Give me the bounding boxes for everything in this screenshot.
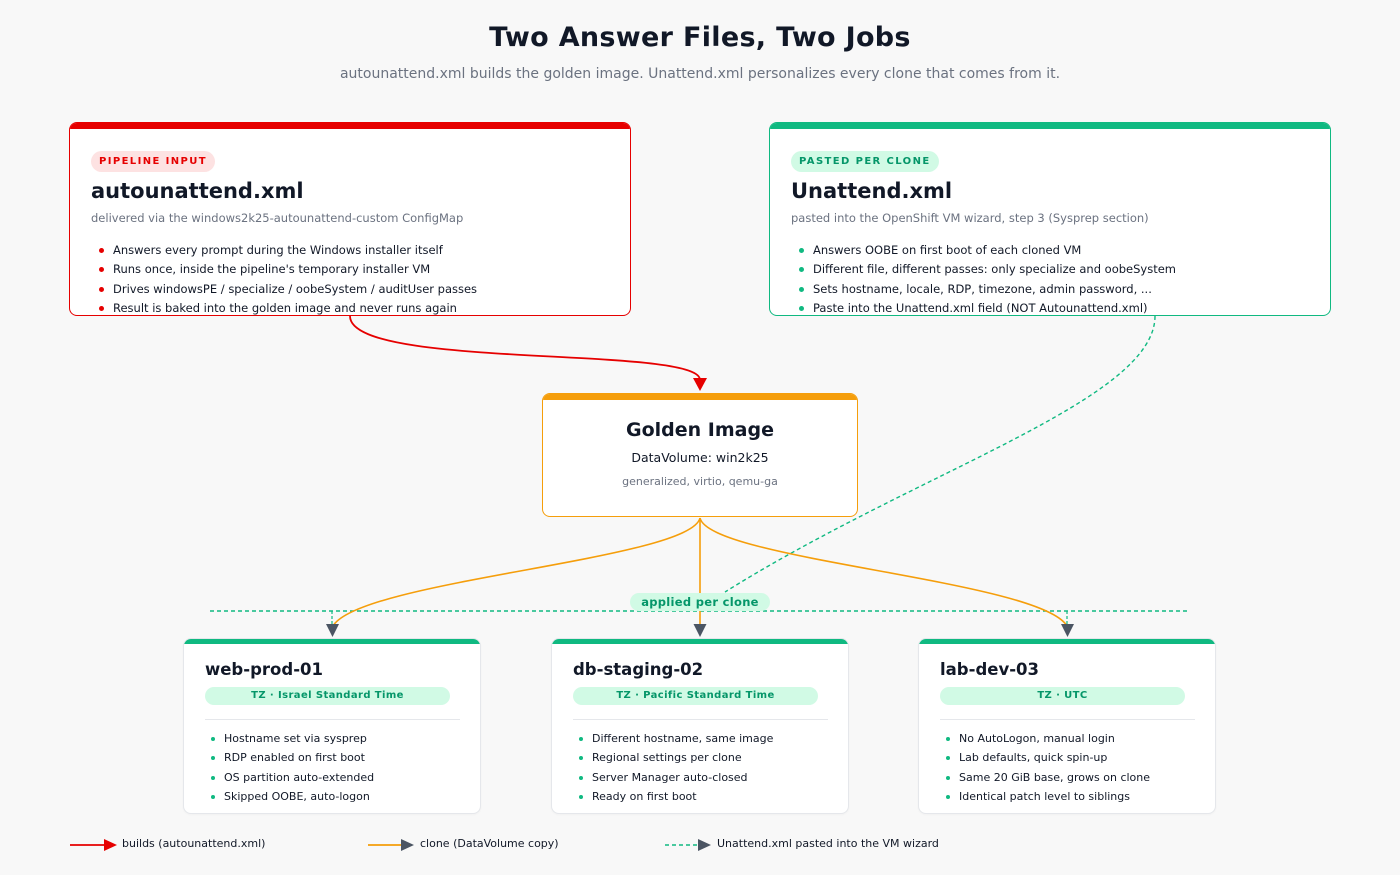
list-item: RDP enabled on first boot bbox=[204, 748, 374, 767]
clone-title: db-staging-02 bbox=[573, 660, 704, 679]
list-item: Different hostname, same image bbox=[572, 729, 773, 748]
clone-title: lab-dev-03 bbox=[940, 660, 1040, 679]
autounattend-card-topbar bbox=[70, 123, 630, 129]
list-item: Regional settings per clone bbox=[572, 748, 773, 767]
legend-clone: clone (DataVolume copy) bbox=[368, 836, 608, 854]
clone-card-lab-dev-03: lab-dev-03 TZ · UTC No AutoLogon, manual… bbox=[918, 638, 1216, 814]
clone-card-topbar bbox=[184, 639, 480, 644]
unattend-card: PASTED PER CLONE Unattend.xml pasted int… bbox=[769, 122, 1331, 316]
list-item: Skipped OOBE, auto-logon bbox=[204, 787, 374, 806]
clone-arrowhead-3 bbox=[1061, 624, 1074, 637]
clone-arrowhead-2 bbox=[693, 624, 707, 637]
legend-unattend-icon bbox=[665, 839, 711, 851]
timezone-badge: TZ · Israel Standard Time bbox=[205, 687, 450, 705]
legend-builds-icon bbox=[70, 839, 117, 851]
clone-title: web-prod-01 bbox=[205, 660, 323, 679]
clone-bullets: No AutoLogon, manual login Lab defaults,… bbox=[939, 729, 1150, 807]
unattend-bullets: Answers OOBE on first boot of each clone… bbox=[791, 241, 1312, 315]
clone-bullets: Different hostname, same image Regional … bbox=[572, 729, 773, 807]
clone-card-topbar bbox=[919, 639, 1215, 644]
autounattend-title: autounattend.xml bbox=[91, 179, 304, 203]
list-item: Different file, different passes: only s… bbox=[791, 260, 1312, 279]
page-subtitle: autounattend.xml builds the golden image… bbox=[339, 66, 1061, 82]
clone-card-topbar bbox=[552, 639, 848, 644]
list-item: Sets hostname, locale, RDP, timezone, ad… bbox=[791, 280, 1312, 299]
golden-image-note: generalized, virtio, qemu-ga bbox=[622, 475, 778, 488]
list-item: Drives windowsPE / specialize / oobeSyst… bbox=[91, 280, 612, 299]
list-item: Identical patch level to siblings bbox=[939, 787, 1150, 806]
timezone-badge: TZ · UTC bbox=[940, 687, 1185, 705]
list-item: Result is baked into the golden image an… bbox=[91, 299, 612, 315]
unattend-title: Unattend.xml bbox=[791, 179, 953, 203]
list-item: Answers every prompt during the Windows … bbox=[91, 241, 612, 260]
autounattend-subtitle: delivered via the windows2k25-autounatte… bbox=[91, 211, 464, 225]
applied-per-clone-label: applied per clone bbox=[630, 593, 770, 611]
list-item: Paste into the Unattend.xml field (NOT A… bbox=[791, 299, 1312, 315]
builds-arrowhead bbox=[693, 378, 707, 391]
list-item: Lab defaults, quick spin-up bbox=[939, 748, 1150, 767]
clone-card-db-staging-02: db-staging-02 TZ · Pacific Standard Time… bbox=[551, 638, 849, 814]
builds-connector bbox=[349, 315, 701, 381]
legend-unattend: Unattend.xml pasted into the VM wizard bbox=[665, 836, 985, 854]
divider bbox=[940, 719, 1195, 720]
legend-unattend-label: Unattend.xml pasted into the VM wizard bbox=[717, 837, 939, 850]
unattend-subtitle: pasted into the OpenShift VM wizard, ste… bbox=[791, 211, 1149, 225]
legend-builds: builds (autounattend.xml) bbox=[70, 836, 310, 854]
autounattend-card: PIPELINE INPUT autounattend.xml delivere… bbox=[69, 122, 631, 316]
legend-clone-icon bbox=[368, 839, 414, 851]
golden-image-topbar bbox=[543, 394, 857, 400]
divider bbox=[205, 719, 460, 720]
list-item: Server Manager auto-closed bbox=[572, 768, 773, 787]
list-item: OS partition auto-extended bbox=[204, 768, 374, 787]
page-title: Two Answer Files, Two Jobs bbox=[489, 22, 911, 53]
legend-clone-label: clone (DataVolume copy) bbox=[420, 837, 559, 850]
clone-arrowhead-1 bbox=[326, 624, 339, 637]
list-item: Runs once, inside the pipeline's tempora… bbox=[91, 260, 612, 279]
clone-bullets: Hostname set via sysprep RDP enabled on … bbox=[204, 729, 374, 807]
golden-image-card: Golden Image DataVolume: win2k25 general… bbox=[542, 393, 858, 517]
clone-card-web-prod-01: web-prod-01 TZ · Israel Standard Time Ho… bbox=[183, 638, 481, 814]
list-item: No AutoLogon, manual login bbox=[939, 729, 1150, 748]
list-item: Hostname set via sysprep bbox=[204, 729, 374, 748]
legend-builds-label: builds (autounattend.xml) bbox=[122, 837, 266, 850]
list-item: Same 20 GiB base, grows on clone bbox=[939, 768, 1150, 787]
list-item: Answers OOBE on first boot of each clone… bbox=[791, 241, 1312, 260]
unattend-card-topbar bbox=[770, 123, 1330, 129]
autounattend-badge: PIPELINE INPUT bbox=[91, 151, 215, 172]
autounattend-bullets: Answers every prompt during the Windows … bbox=[91, 241, 612, 315]
golden-image-subtitle: DataVolume: win2k25 bbox=[631, 450, 769, 465]
unattend-badge: PASTED PER CLONE bbox=[791, 151, 939, 172]
divider bbox=[573, 719, 828, 720]
list-item: Ready on first boot bbox=[572, 787, 773, 806]
golden-image-title: Golden Image bbox=[626, 419, 774, 441]
timezone-badge: TZ · Pacific Standard Time bbox=[573, 687, 818, 705]
